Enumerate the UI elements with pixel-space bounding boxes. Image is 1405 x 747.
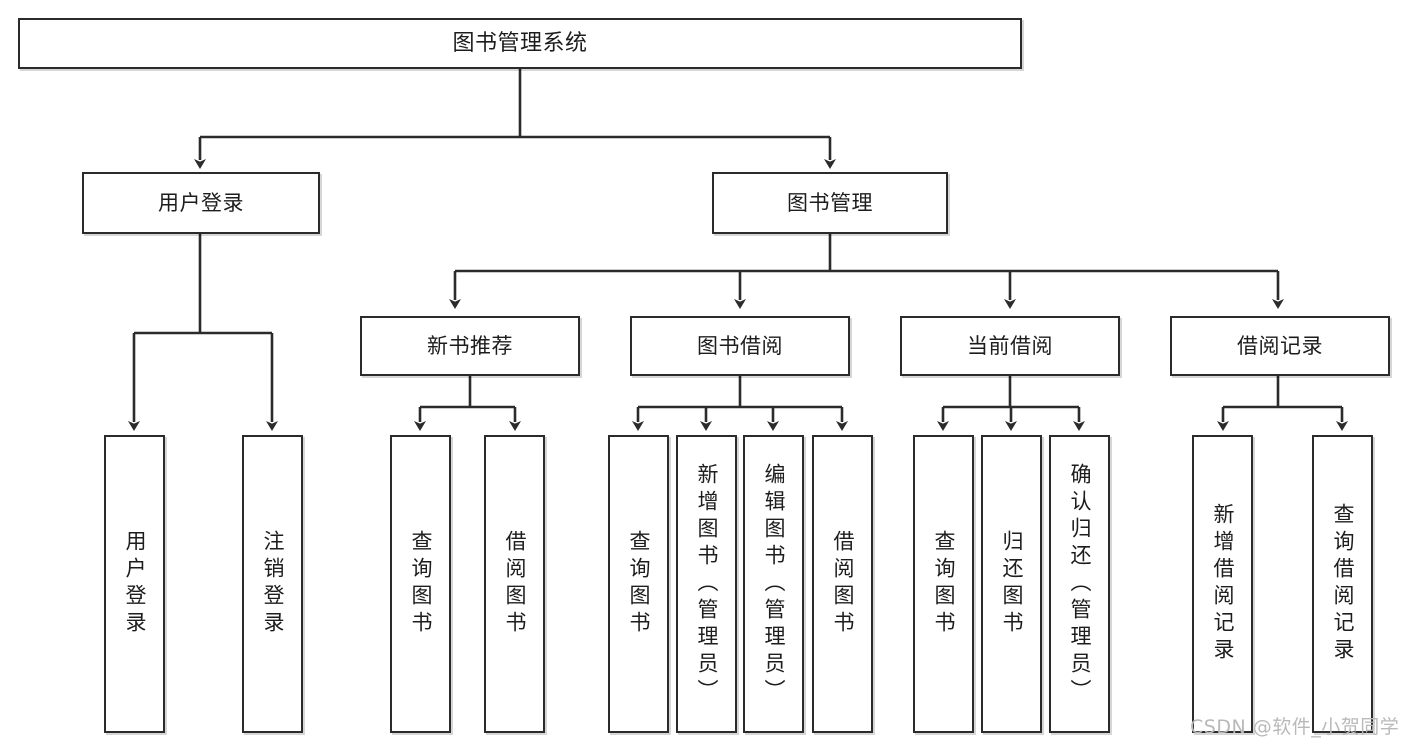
node-borrowing-record[interactable]: 借阅记录 (1170, 316, 1390, 376)
node-label: 新增图书（管理员） (695, 462, 719, 706)
leaf-query-book-current[interactable]: 查询图书 (913, 435, 974, 733)
node-label: 图书借阅 (697, 333, 783, 358)
leaf-logout[interactable]: 注销登录 (242, 435, 303, 733)
node-label: 用户登录 (123, 530, 147, 638)
node-label: 归还图书 (1000, 530, 1024, 638)
node-label: 查询图书 (932, 530, 956, 638)
node-label: 图书管理系统 (452, 30, 588, 56)
leaf-borrow-book-recommend[interactable]: 借阅图书 (484, 435, 545, 733)
leaf-edit-book-admin[interactable]: 编辑图书（管理员） (743, 435, 804, 733)
node-label: 用户登录 (158, 190, 244, 215)
node-label: 图书管理 (787, 190, 873, 215)
node-label: 新增借阅记录 (1211, 503, 1235, 665)
leaf-borrow-book[interactable]: 借阅图书 (812, 435, 873, 733)
node-user-login[interactable]: 用户登录 (82, 172, 320, 234)
leaf-query-book-recommend[interactable]: 查询图书 (390, 435, 451, 733)
node-book-borrowing[interactable]: 图书借阅 (630, 316, 850, 376)
node-current-borrowing[interactable]: 当前借阅 (900, 316, 1120, 376)
node-new-book-recommendation[interactable]: 新书推荐 (360, 316, 580, 376)
leaf-add-borrow-record[interactable]: 新增借阅记录 (1192, 435, 1253, 733)
leaf-return-book[interactable]: 归还图书 (981, 435, 1042, 733)
leaf-query-borrow-record[interactable]: 查询借阅记录 (1312, 435, 1373, 733)
leaf-confirm-return-admin[interactable]: 确认归还（管理员） (1049, 435, 1110, 733)
csdn-watermark: CSDN @软件_小贺同学 (1190, 716, 1400, 738)
leaf-add-book-admin[interactable]: 新增图书（管理员） (676, 435, 737, 733)
node-label: 查询借阅记录 (1331, 503, 1355, 665)
node-label: 确认归还（管理员） (1068, 462, 1092, 706)
node-label: 借阅图书 (503, 530, 527, 638)
node-label: 借阅图书 (831, 530, 855, 638)
node-label: 当前借阅 (967, 333, 1053, 358)
node-label: 查询图书 (627, 530, 651, 638)
node-label: 查询图书 (409, 530, 433, 638)
leaf-query-book-borrow[interactable]: 查询图书 (608, 435, 669, 733)
leaf-user-login[interactable]: 用户登录 (104, 435, 165, 733)
node-book-management[interactable]: 图书管理 (712, 172, 948, 234)
node-label: 注销登录 (261, 530, 285, 638)
node-label: 借阅记录 (1237, 333, 1323, 358)
node-label: 编辑图书（管理员） (762, 462, 786, 706)
node-root-book-management-system[interactable]: 图书管理系统 (18, 18, 1022, 69)
node-label: 新书推荐 (427, 333, 513, 358)
